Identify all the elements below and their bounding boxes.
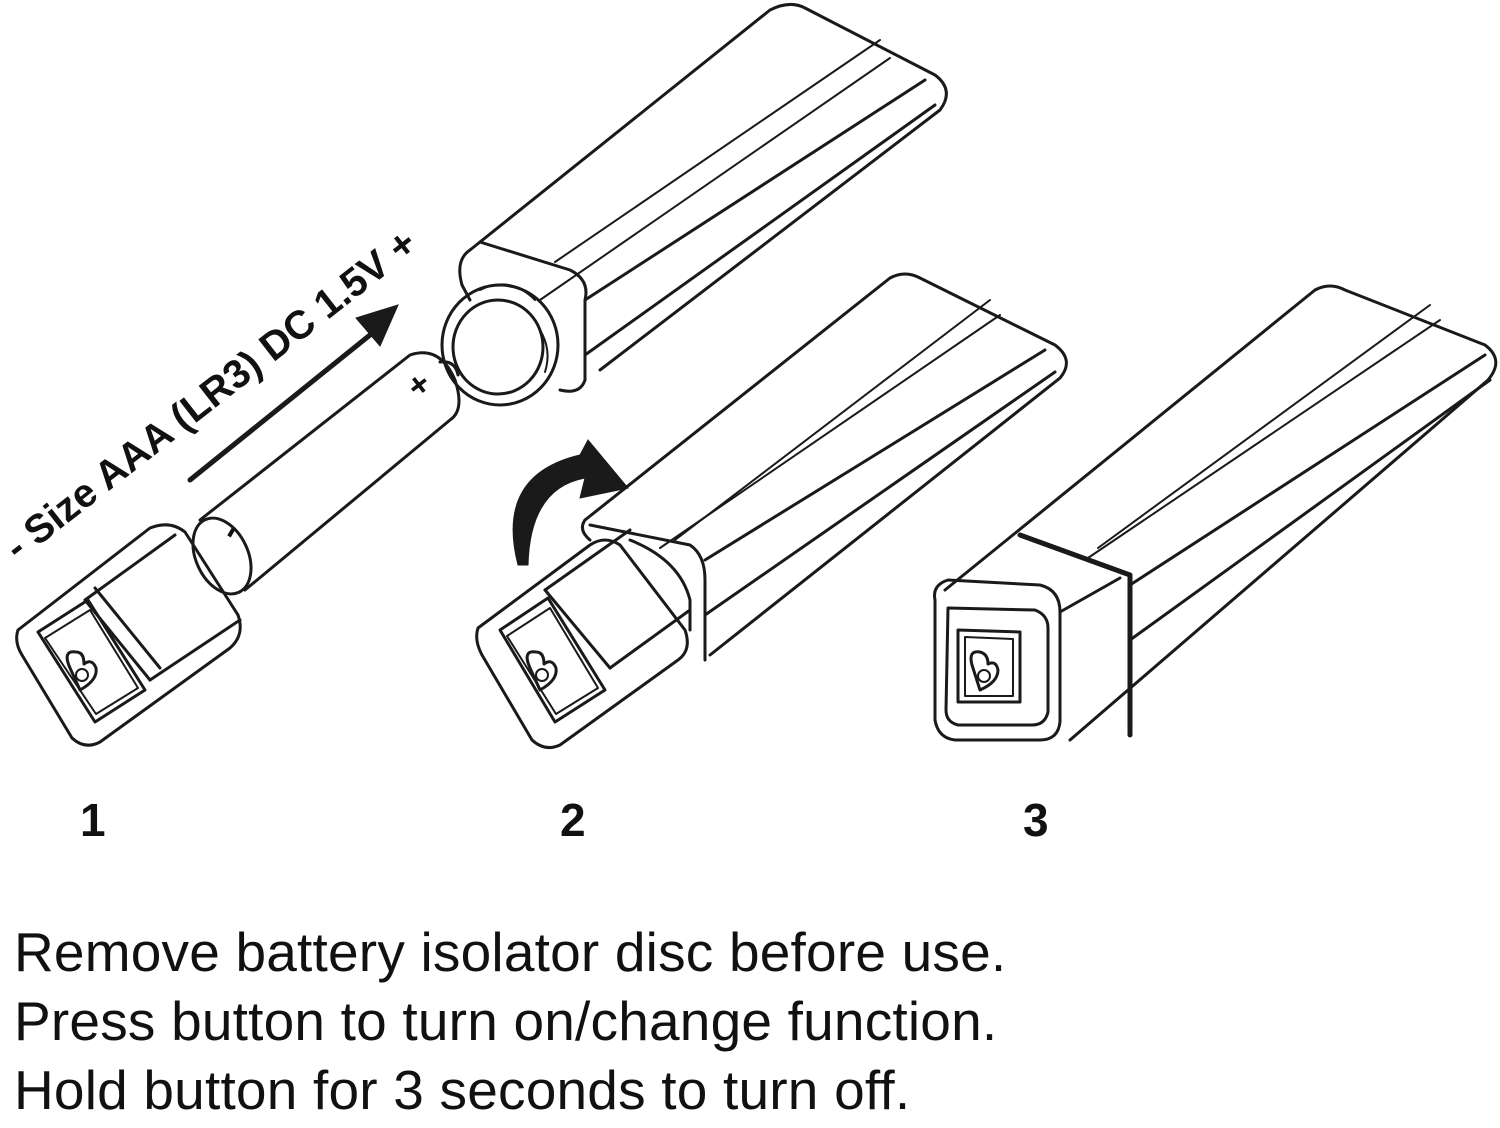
step-number-3: 3: [1023, 794, 1049, 846]
arrow-insert-icon: [187, 304, 399, 483]
heart-logo-icon: [525, 650, 558, 692]
step1-illustration: + - - Size AAA (LR3) DC 1.5V +: [0, 3, 948, 747]
rotate-arrow-icon: [512, 439, 629, 566]
battery-minus-label: -: [210, 517, 249, 546]
step-number-2: 2: [560, 794, 586, 846]
instructions-list: Remove battery isolator disc before use.…: [14, 918, 1006, 1125]
step3-illustration: [933, 284, 1498, 742]
step2-end-cap: [475, 528, 692, 750]
step3-end-cap: [933, 576, 1122, 742]
instruction-line: Hold button for 3 seconds to turn off.: [14, 1059, 911, 1121]
step-number-1: 1: [80, 794, 106, 846]
heart-logo-icon: [65, 650, 98, 692]
step3-tube-body: [943, 284, 1498, 742]
battery-installation-diagram: + - - Size AAA (LR3) DC 1.5V +: [0, 3, 1498, 750]
step1-end-cap: [15, 523, 242, 747]
battery-plus-label: +: [400, 364, 439, 406]
step2-illustration: [475, 272, 1068, 750]
heart-logo-icon: [969, 650, 1000, 692]
instruction-line: Remove battery isolator disc before use.: [14, 921, 1007, 983]
step1-tube-body: [440, 3, 948, 407]
instruction-line: Press button to turn on/change function.: [14, 990, 998, 1052]
step2-tube-body: [580, 272, 1068, 662]
